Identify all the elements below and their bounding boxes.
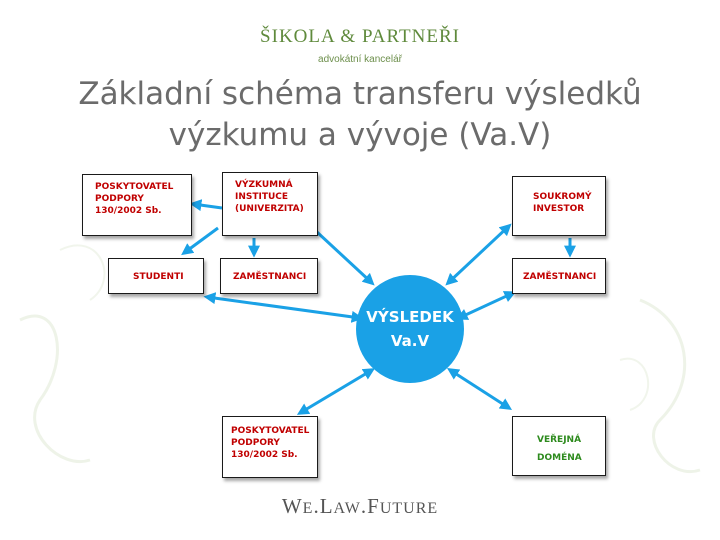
arrow-center-to-employees-left (203, 292, 364, 323)
box-provider-bottom-label: POSKYTOVATEL PODPORY 130/2002 Sb. (231, 426, 310, 460)
box-employees-left-label: ZAMĚSTNANCI (233, 272, 307, 282)
footer-part-4: AW (333, 500, 361, 517)
arrow-center-to-public-domain (446, 368, 513, 410)
footer-part-6: UTURE (379, 500, 439, 517)
box-public-domain-label: VEŘEJNÁ DOMÉNA (537, 435, 582, 463)
box-private-investor: SOUKROMÝ INVESTOR (512, 176, 606, 236)
box-employees-right-label: ZAMĚSTNANCI (523, 272, 597, 282)
box-public-domain: VEŘEJNÁ DOMÉNA (512, 416, 606, 476)
arrow-center-to-provider-bottom (296, 368, 376, 415)
result-circle-line-2: Va.V (390, 332, 430, 350)
title-line-2: výzkumu a vývoje (Va.V) (168, 117, 552, 153)
box-students-label: STUDENTI (133, 272, 184, 282)
arrow-institution-to-students (181, 226, 219, 256)
footer-motto: WE.LAW.FUTURE (0, 494, 720, 519)
box-research-institution-label: VÝZKUMNÁ INSTITUCE (UNIVERZITA) (235, 180, 304, 214)
box-employees-right: ZAMĚSTNANCI (512, 258, 606, 294)
arrow-center-to-investor (445, 223, 512, 286)
box-provider-top: POSKYTOVATEL PODPORY 130/2002 Sb. (82, 174, 192, 236)
footer-part-5: .F (360, 494, 380, 518)
box-research-institution: VÝZKUMNÁ INSTITUCE (UNIVERZITA) (222, 172, 318, 236)
footer-part-1: W (281, 494, 303, 518)
result-circle: VÝSLEDEK Va.V (356, 275, 464, 383)
box-provider-top-label: POSKYTOVATEL PODPORY 130/2002 Sb. (95, 182, 174, 216)
footer-part-2: E (302, 500, 314, 517)
brand-subtitle: advokátní kancelář (318, 54, 402, 65)
result-circle-line-1: VÝSLEDEK (366, 308, 454, 326)
box-private-investor-label: SOUKROMÝ INVESTOR (533, 192, 592, 214)
box-students: STUDENTI (108, 258, 204, 294)
box-employees-left: ZAMĚSTNANCI (220, 258, 318, 294)
box-provider-bottom: POSKYTOVATEL PODPORY 130/2002 Sb. (222, 416, 318, 478)
arrow-institution-to-provider (189, 199, 223, 212)
footer-part-3: .L (313, 494, 334, 518)
arrow-center-to-employees-right (455, 291, 517, 320)
brand-name: ŠIKOLA & PARTNEŘI (260, 26, 460, 47)
page-title: Základní schéma transferu výsledků výzku… (0, 74, 720, 156)
title-line-1: Základní schéma transferu výsledků (78, 76, 642, 112)
